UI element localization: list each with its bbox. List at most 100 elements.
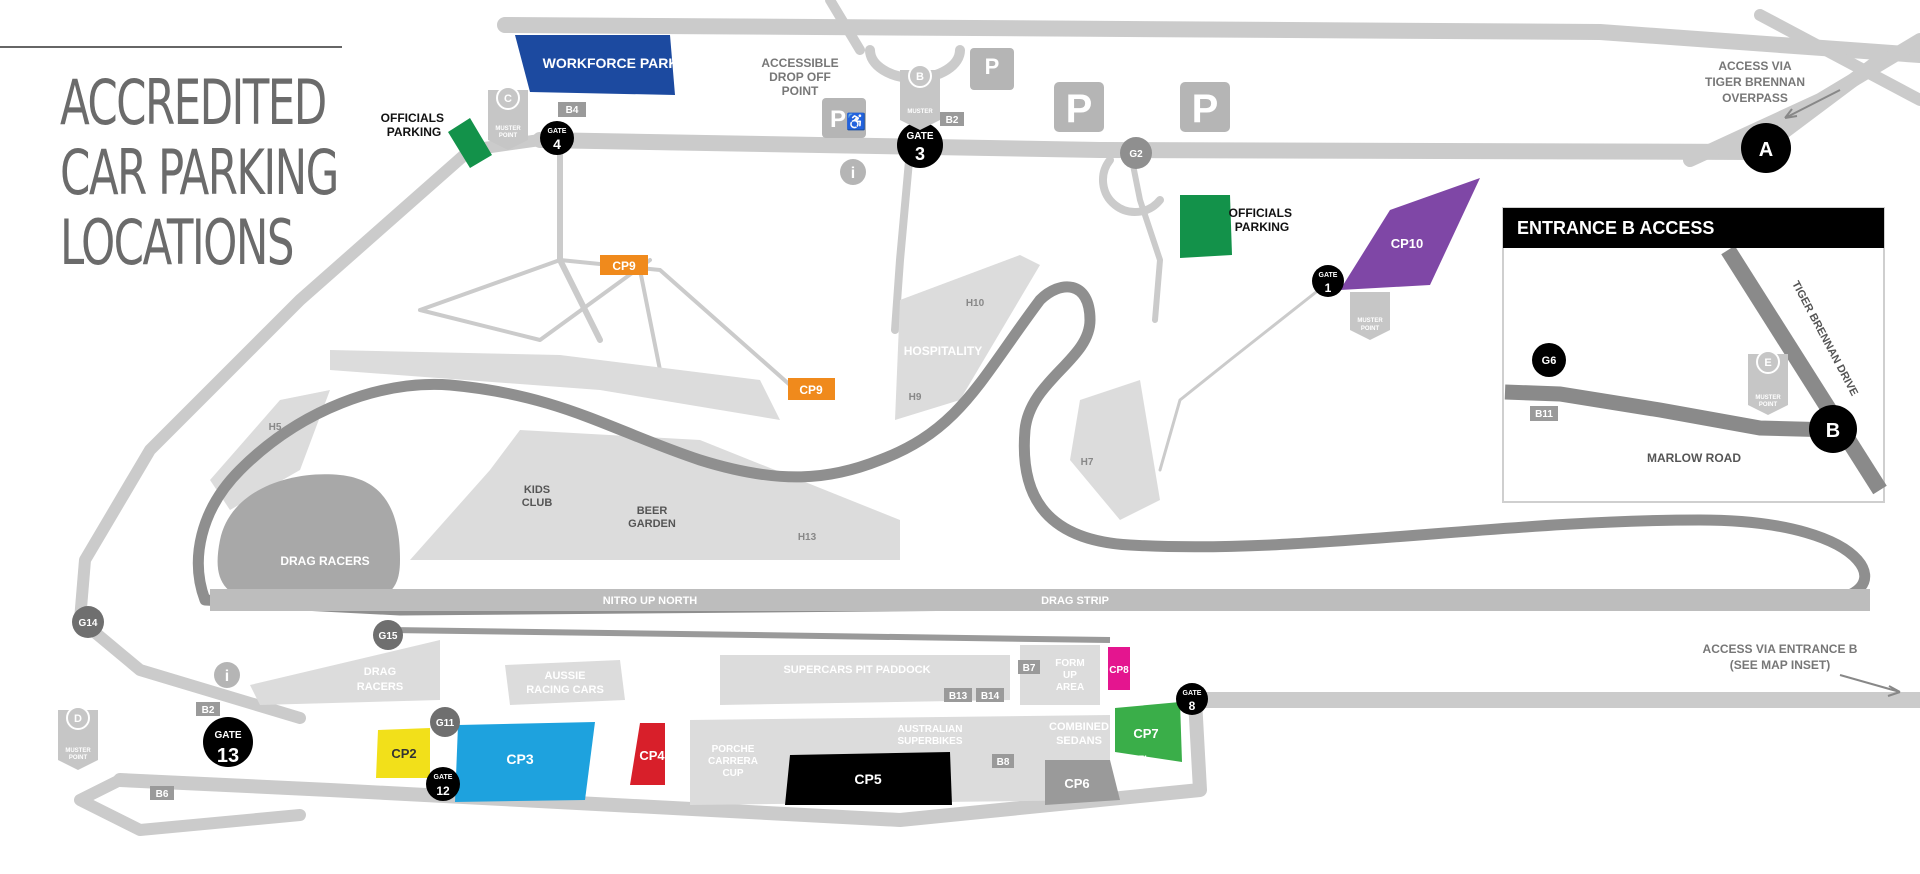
access-a-arrow [1784, 89, 1841, 119]
gate-13[interactable]: GATE 13 [203, 717, 253, 767]
marker-b13-label: B13 [949, 691, 968, 702]
marker-g2: G2 [1120, 137, 1152, 169]
inset-g6-label: G6 [1542, 355, 1557, 367]
info-icon-left: i [214, 662, 240, 688]
inset-b11-label: B11 [1535, 409, 1553, 420]
page-title: ACCREDITED CAR PARKING LOCATIONS [0, 46, 416, 278]
cp10[interactable] [1340, 178, 1480, 290]
map-notes: ACCESSIBLE DROP OFF POINT ACCESS VIA TIG… [761, 56, 1857, 672]
officials-left-line1: OFFICIALS [381, 111, 444, 125]
gate-1[interactable]: GATE 1 [1312, 265, 1344, 297]
area-upper-strip [330, 350, 780, 420]
workforce-parking[interactable] [515, 35, 675, 95]
workforce-label: WORKFORCE PARKING [543, 55, 704, 71]
cp8-label: CP8 [1109, 665, 1129, 676]
gate-1-top: GATE [1319, 272, 1338, 279]
entrance-b-inset: E MUSTER POINT G6 B11 B MARLOW ROAD TIGE… [1502, 207, 1887, 503]
area-labels: DRAG RACERS DRAG RACERS AUSSIE RACING CA… [269, 298, 1152, 779]
h5-label: H5 [269, 422, 282, 433]
gate-12-top: GATE [434, 774, 453, 781]
porche-label-1: PORCHE [712, 744, 755, 755]
cp2-label: CP2 [391, 746, 416, 761]
cp9b-label: CP9 [799, 383, 823, 397]
gate-13-top: GATE [214, 730, 241, 741]
ne-road-3 [1754, 9, 1920, 106]
porche-label-3: CUP [722, 768, 743, 779]
muster-d-l2: POINT [69, 755, 88, 761]
gate-4-num: 4 [553, 136, 561, 152]
inner-road-c [1127, 147, 1163, 323]
marker-b2-top: B2 [940, 112, 964, 126]
gate-4-marker [540, 121, 574, 155]
muster-d-l1: MUSTER [65, 748, 91, 754]
accessible-icon: ♿ [846, 112, 866, 131]
drag-racers-low-label-1: DRAG [364, 666, 396, 678]
p-sign-motorbike-bg [970, 48, 1014, 90]
form-label-1: FORM [1055, 658, 1084, 669]
muster-g1-shape [1350, 292, 1390, 340]
marker-g15-bg [373, 620, 403, 650]
bottom-perimeter-road [113, 693, 1207, 827]
gate-12[interactable]: GATE 12 [426, 767, 460, 801]
muster-d-badge [66, 706, 90, 730]
inset-g6-marker [1532, 343, 1566, 377]
p-sign-accessible: P♿ [822, 98, 866, 138]
gate-3[interactable]: GATE 3 [897, 122, 943, 168]
cp6[interactable] [1045, 760, 1120, 805]
officials-labels: OFFICIALS PARKING OFFICIALS PARKING [381, 111, 1292, 234]
nitro-label: NITRO UP NORTH [603, 595, 698, 607]
marker-b14: B14 [976, 688, 1004, 702]
cp4[interactable] [630, 723, 665, 785]
inset-entrance-b[interactable]: B [1809, 405, 1857, 453]
cp9-a[interactable] [600, 255, 648, 275]
hospitality-label: HOSPITALITY [904, 344, 982, 358]
drag-racers-label: DRAG RACERS [280, 554, 369, 568]
muster-points: C MUSTER POINT B MUSTER D MUSTER POINT M… [58, 64, 1390, 770]
car-park-labels: WORKFORCE PARKING CP9 CP9 CP10 CP2 CP3 C… [391, 55, 1423, 791]
cp2[interactable] [376, 728, 430, 778]
entrance-a[interactable]: A [1741, 123, 1791, 173]
marker-b13: B13 [944, 688, 972, 702]
muster-d-letter: D [74, 713, 82, 725]
gate-8[interactable]: GATE 8 [1176, 683, 1208, 715]
gate-8-marker [1176, 683, 1208, 715]
marker-g11-label: G11 [436, 718, 455, 729]
officials-parking-right[interactable] [1180, 195, 1232, 258]
cp7[interactable] [1115, 702, 1182, 762]
left-perimeter-road [74, 134, 546, 724]
access-a-note-3: OVERPASS [1722, 91, 1788, 105]
gate-12-num: 12 [436, 784, 450, 798]
drag-racers-area [217, 474, 400, 605]
aus-super-label-1: AUSTRALIAN [898, 724, 963, 735]
p-sign-2-bg [1180, 82, 1230, 132]
officials-parking-left[interactable] [448, 118, 492, 168]
gate-8-num: 8 [1189, 699, 1196, 713]
inner-road-a [891, 146, 914, 334]
cp9-b[interactable] [788, 378, 835, 400]
gate-13-num: 13 [217, 745, 239, 767]
marker-g2-bg [1120, 137, 1152, 169]
gate-4[interactable]: GATE 4 [540, 121, 574, 155]
cp5[interactable] [785, 752, 952, 805]
h10-label: H10 [966, 298, 985, 309]
kids-label-2: CLUB [522, 497, 553, 509]
cp3[interactable] [455, 722, 595, 802]
kids-label-1: KIDS [524, 484, 550, 496]
accessible-note-2: DROP OFF [769, 70, 831, 84]
porche-label-2: CARRERA [708, 756, 758, 767]
area-paddock [720, 655, 1010, 705]
marker-b8-label: B8 [997, 757, 1010, 768]
title-line-2: CAR PARKING [60, 136, 339, 209]
officials-left-line2: PARKING [387, 125, 441, 139]
inset-b11-bg [1530, 406, 1558, 421]
aus-super-label-2: SUPERBIKES [897, 736, 962, 747]
marker-b4-bg [558, 102, 586, 117]
cp8[interactable] [1108, 647, 1130, 690]
inset-b11: B11 [1530, 406, 1558, 421]
p-sign-motorbike-letter: P [985, 54, 1000, 79]
p-sign-1: P [1054, 82, 1104, 132]
muster-point-b: B MUSTER [900, 64, 940, 130]
area-hospitality [895, 255, 1040, 420]
paddock-label: SUPERCARS PIT PADDOCK [783, 664, 930, 676]
